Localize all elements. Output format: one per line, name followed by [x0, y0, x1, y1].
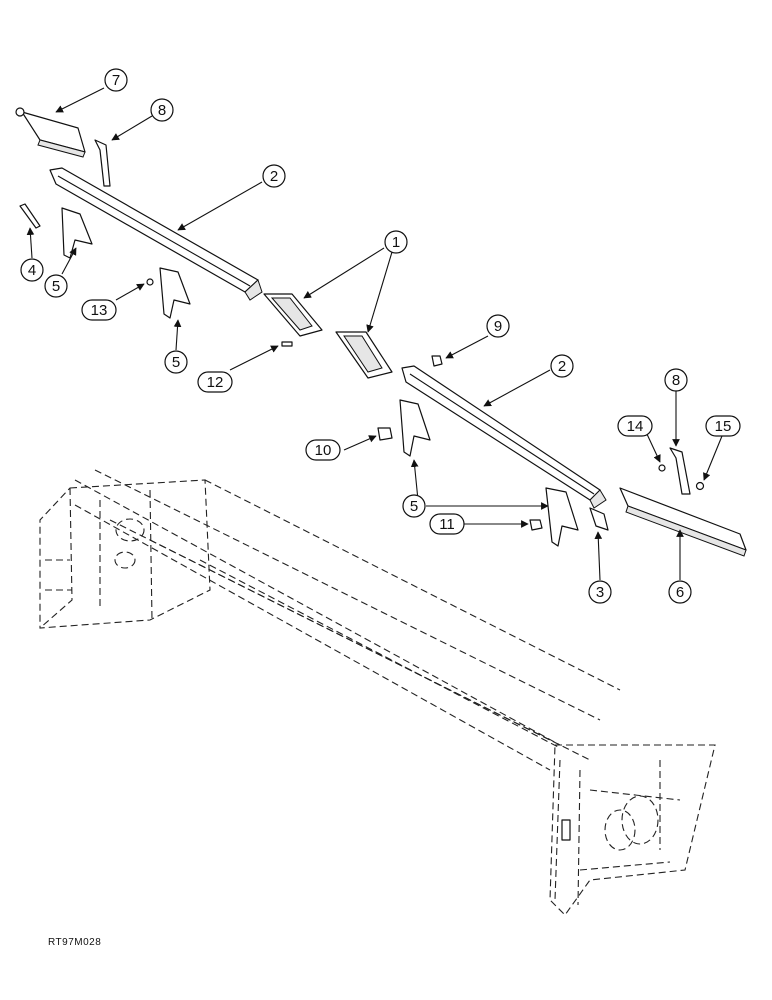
part-6-plate: [619, 487, 747, 557]
drawing-code: RT97M028: [48, 937, 101, 948]
part-5-bracket-d: [545, 487, 579, 547]
callout-5-c: 5: [402, 494, 426, 518]
svg-text:7: 7: [112, 72, 120, 89]
callout-15: 15: [705, 415, 741, 437]
part-4-pin-left: [19, 203, 41, 229]
svg-text:13: 13: [91, 302, 108, 319]
callout-6: 6: [668, 580, 692, 604]
frame-outline: [39, 469, 716, 916]
part-3-pin-right: [589, 507, 609, 531]
svg-text:8: 8: [158, 102, 166, 119]
svg-text:11: 11: [439, 516, 455, 533]
svg-text:5: 5: [52, 278, 60, 295]
svg-text:5: 5: [172, 354, 180, 371]
svg-text:9: 9: [494, 318, 502, 335]
svg-text:2: 2: [270, 168, 278, 185]
svg-text:15: 15: [715, 418, 732, 435]
part-14-screw: [658, 464, 666, 472]
part-8-strap-left: [94, 139, 111, 187]
callout-5-a: 5: [44, 274, 68, 298]
svg-text:2: 2: [558, 358, 566, 375]
callout-4: 4: [20, 258, 44, 282]
part-2-shield-right: [401, 365, 607, 509]
callout-11: 11: [429, 513, 465, 535]
svg-text:10: 10: [315, 442, 332, 459]
part-12-screw: [281, 341, 293, 347]
part-10-washer: [377, 427, 393, 441]
part-9-bolt: [431, 355, 443, 367]
svg-text:8: 8: [672, 372, 680, 389]
callout-7: 7: [104, 68, 128, 92]
svg-text:1: 1: [392, 234, 400, 251]
callout-9: 9: [486, 314, 510, 338]
callout-2-right: 2: [550, 354, 574, 378]
leader-lines: [26, 87, 723, 581]
callout-2-left: 2: [262, 164, 286, 188]
part-5-bracket-b: [159, 267, 191, 319]
part-1-pad-b: [335, 331, 393, 379]
callout-8-right: 8: [664, 368, 688, 392]
callout-3: 3: [588, 580, 612, 604]
svg-text:12: 12: [207, 374, 224, 391]
callout-12: 12: [197, 371, 233, 393]
callout-10: 10: [305, 439, 341, 461]
part-13-nut: [146, 278, 154, 286]
callout-5-b: 5: [164, 350, 188, 374]
svg-text:14: 14: [627, 418, 644, 435]
part-15-nut: [695, 481, 705, 491]
callout-8-left: 8: [150, 98, 174, 122]
svg-text:4: 4: [28, 262, 36, 279]
part-5-bracket-c: [399, 399, 431, 457]
part-7-plate: [15, 107, 86, 158]
svg-text:3: 3: [596, 584, 604, 601]
part-2-shield-left: [49, 167, 263, 301]
part-8-strap-right: [669, 447, 691, 495]
svg-text:5: 5: [410, 498, 418, 515]
callout-14: 14: [617, 415, 653, 437]
svg-text:6: 6: [676, 584, 684, 601]
part-5-bracket-a: [61, 207, 93, 259]
callout-1: 1: [384, 230, 408, 254]
part-11-bolt: [529, 519, 543, 531]
part-1-pad-a: [263, 293, 323, 337]
callout-13: 13: [81, 299, 117, 321]
